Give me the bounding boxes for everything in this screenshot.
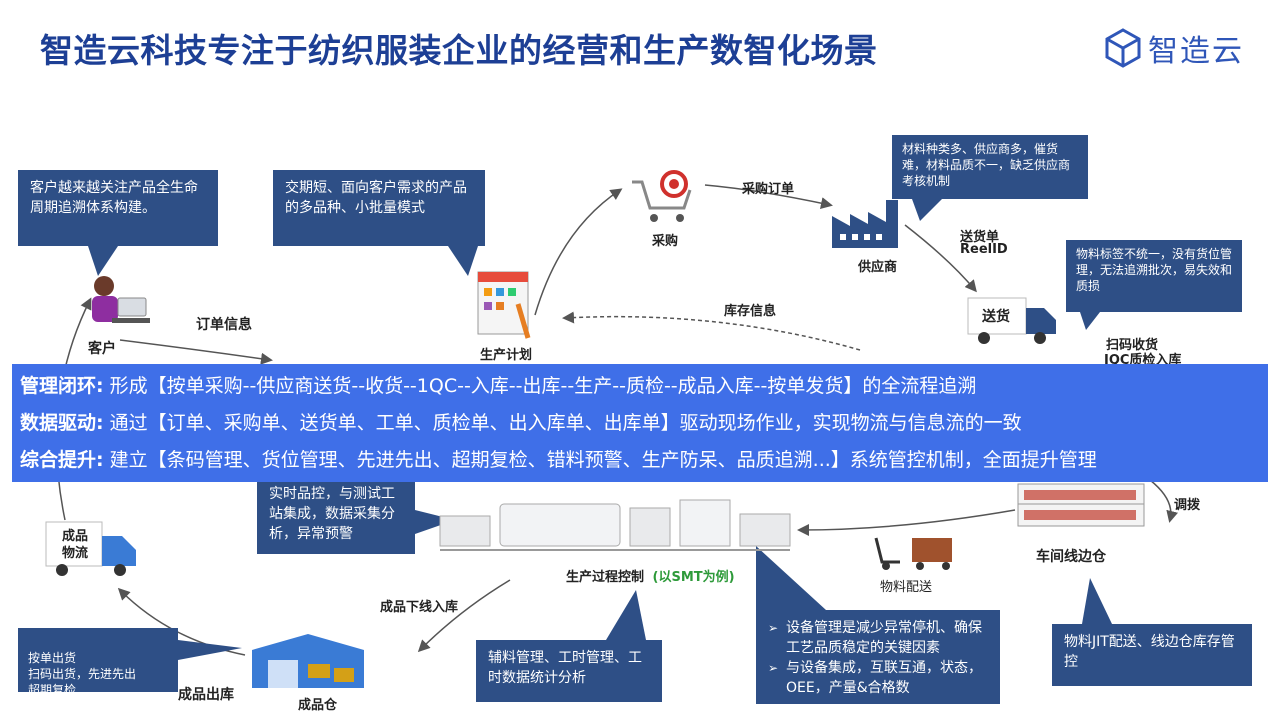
delivery-note-label: 送货单 (960, 230, 1000, 245)
material-cart-icon (874, 537, 952, 570)
callout-supplier: 材料种类多、供应商多，催货难，材料品质不一，缺乏供应商考核机制 (892, 135, 1088, 221)
callout-jit: 物料JIT配送、线边仓库存管控 (1052, 578, 1252, 686)
product-in-label: 成品下线入库 (380, 600, 459, 615)
callout-supplier-text: 材料种类多、供应商多，催货难，材料品质不一，缺乏供应商考核机制 (902, 142, 1071, 188)
shelf-rack-icon (1017, 483, 1145, 527)
cube-logo-icon (1105, 28, 1141, 68)
arrow-transfer (1149, 479, 1178, 523)
product-out-label: 成品出库 (178, 687, 234, 703)
arrow-supplier-to-truck (904, 224, 977, 293)
banner-row-head: 综合提升: (20, 449, 104, 471)
callout-customer-text: 客户越来越关注产品全生命周期追溯体系构建。 (30, 180, 198, 216)
callout-jit-text: 物料JIT配送、线边仓库存管控 (1064, 634, 1235, 670)
callout-planning: 交期短、面向客户需求的产品的多品种、小批量模式 (273, 170, 485, 276)
banner-row-data-driven: 数据驱动: 通过【订单、采购单、送货单、工单、质检单、出入库单、出库单】驱动现场… (20, 405, 1260, 442)
smt-control-text: 生产过程控制 (566, 570, 645, 585)
scan-receive-label: 扫码收货 (1106, 338, 1159, 353)
banner-row-head: 管理闭环: (20, 375, 104, 397)
callout-shipping: 按单出货 扫码出货，先进先出 超期复检 (18, 628, 178, 697)
logistics-label: 成品 物流 (62, 529, 89, 561)
purchase-label: 采购 (652, 234, 679, 249)
product-warehouse-label: 成品仓 (298, 698, 338, 713)
arrow-smt-to-product-warehouse (417, 579, 511, 653)
callout-customer: 客户越来越关注产品全生命周期追溯体系构建。 (18, 170, 218, 276)
customer-label: 客户 (88, 341, 116, 357)
equipment-item: 设备管理是减少异常停机、确保工艺品质稳定的关键因素 (768, 618, 988, 658)
callout-auxiliary-text: 辅料管理、工时管理、工时数据统计分析 (488, 650, 642, 686)
product-warehouse-icon (252, 634, 364, 688)
callout-shipping-text: 按单出货 扫码出货，先进先出 超期复检 (28, 651, 137, 697)
banner-row-improvement: 综合提升: 建立【条码管理、货位管理、先进先出、超期复检、错料预警、生产防呆、品… (20, 442, 1260, 479)
banner-row-head: 数据驱动: (20, 412, 104, 434)
logo-text: 智造云 (1148, 34, 1244, 69)
callout-auxiliary: 辅料管理、工时管理、工时数据统计分析 (476, 590, 662, 702)
factory-icon (832, 200, 898, 248)
purchase-order-label: 采购订单 (742, 182, 795, 197)
supplier-label: 供应商 (858, 260, 898, 275)
callout-receiving: 物料标签不统一，没有货位管理，无法追溯批次，易失效和质损 (1066, 240, 1242, 330)
arrow-customer-to-plan (119, 339, 273, 365)
logistics-truck-icon (45, 521, 136, 576)
shopping-cart-icon (632, 170, 692, 222)
smt-production-line-icon (439, 499, 791, 551)
equipment-item: 与设备集成，互联互通，状态，OEE，产量&合格数 (768, 658, 988, 698)
banner-row-text: 形成【按单采购--供应商送货--收货--1QC--入库--出库--生产--质检-… (103, 375, 977, 397)
order-info-label: 订单信息 (196, 317, 252, 333)
equipment-list: 设备管理是减少异常停机、确保工艺品质稳定的关键因素 与设备集成，互联互通，状态，… (768, 618, 988, 698)
planning-label: 生产计划 (480, 348, 533, 363)
line-warehouse-label: 车间线边仓 (1036, 549, 1106, 565)
arrow-plan-to-purchase (534, 188, 623, 316)
delivery-truck-label: 送货 (982, 309, 1010, 325)
callout-quality: 实时品控，与测试工站集成，数据采集分析，异常预警 (257, 482, 415, 554)
page-title: 智造云科技专注于纺织服装企业的经营和生产数智化场景 (40, 31, 878, 70)
material-delivery-label: 物料配送 (880, 580, 933, 595)
callout-planning-text: 交期短、面向客户需求的产品的多品种、小批量模式 (285, 180, 467, 216)
arrow-warehouse-to-smt (797, 509, 1016, 536)
banner-row-text: 建立【条码管理、货位管理、先进先出、超期复检、错料预警、生产防呆、品质追溯...… (103, 449, 1097, 471)
arrow-inventory-info (562, 311, 861, 351)
callout-receiving-text: 物料标签不统一，没有货位管理，无法追溯批次，易失效和质损 (1076, 247, 1233, 293)
customer-person-icon (92, 276, 150, 323)
smt-note-text: (以SMT为例) (652, 570, 735, 585)
smt-control-label: 生产过程控制 (以SMT为例) (566, 566, 735, 585)
arrow-purchase-to-supplier (704, 184, 833, 209)
callout-equipment: 设备管理是减少异常停机、确保工艺品质稳定的关键因素 与设备集成，互联互通，状态，… (756, 546, 1000, 704)
banner-row-text: 通过【订单、采购单、送货单、工单、质检单、出入库单、出库单】驱动现场作业，实现物… (103, 412, 1022, 434)
summary-banner: 管理闭环: 形成【按单采购--供应商送货--收货--1QC--入库--出库--生… (12, 364, 1268, 482)
delivery-truck-icon (967, 297, 1056, 344)
inventory-info-label: 库存信息 (724, 304, 777, 319)
banner-row-management: 管理闭环: 形成【按单采购--供应商送货--收货--1QC--入库--出库--生… (20, 368, 1260, 405)
transfer-label: 调拨 (1174, 498, 1201, 513)
callout-quality-text: 实时品控，与测试工站集成，数据采集分析，异常预警 (269, 486, 395, 542)
logo: 智造云 (1104, 26, 1244, 70)
reel-id-label: ReelID (960, 242, 1008, 257)
planning-calendar-icon (477, 271, 531, 339)
